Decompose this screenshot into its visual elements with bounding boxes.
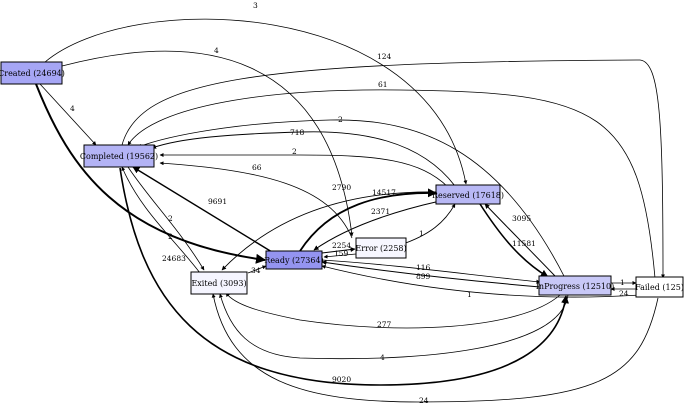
edge-label: 9020 [332, 375, 351, 384]
edge-exited-ready [247, 265, 267, 274]
edge-inprogress-exited [225, 292, 561, 329]
edge-label: 4 [214, 46, 219, 55]
edge-label: 34 [251, 266, 261, 275]
node-created[interactable]: Created (24694) [0, 61, 65, 85]
edge-ready-inprogress [321, 259, 541, 284]
node-inprogress[interactable]: InProgress (12510) [536, 275, 614, 296]
node-exited[interactable]: Exited (3093) [190, 271, 248, 295]
edge-label: 4 [380, 353, 385, 362]
edge-label: 1 [419, 229, 424, 238]
node-label: Error (2258) [355, 244, 406, 253]
edge-label: 14517 [372, 188, 396, 197]
node-label: Exited (3093) [191, 279, 246, 288]
edge-label: 2790 [332, 183, 351, 192]
edge-reserved-inprogress [479, 203, 549, 278]
edge-error-completed [159, 161, 353, 239]
edge-error-reserved [399, 203, 456, 246]
edge-label: 61 [378, 80, 388, 89]
edge-inprogress-reserved [484, 203, 556, 277]
node-label: Failed (125) [635, 283, 684, 292]
node-completed[interactable]: Completed (19562) [80, 144, 158, 168]
edges [35, 18, 665, 403]
node-label: Ready (27364) [264, 256, 323, 265]
node-label: Created (24694) [0, 69, 65, 78]
edge-completed-exited [127, 166, 205, 271]
edge-label: 116 [416, 263, 431, 272]
edge-created-completed [39, 83, 97, 146]
node-box [265, 250, 323, 270]
edge-failed-exited [211, 293, 659, 403]
edge-created-error [61, 50, 354, 237]
node-reserved[interactable]: Reserved (17618) [432, 184, 504, 205]
edge-inprogress-ready [321, 260, 541, 288]
edge-label: 24 [419, 396, 429, 405]
edge-label: 2 [168, 214, 173, 223]
edge-label: 24 [619, 289, 629, 298]
edge-failed-completed [127, 89, 656, 279]
edge-inprogress-exited-2 [219, 293, 569, 360]
node-box [538, 275, 612, 296]
edge-created-reserved [44, 18, 468, 185]
node-box [635, 276, 684, 298]
edge-label: 2 [168, 232, 173, 241]
edge-label: 9691 [208, 197, 227, 206]
edge-label: 277 [377, 320, 392, 329]
node-ready[interactable]: Ready (27364) [264, 250, 324, 270]
edge-label: 1 [467, 290, 472, 299]
edge-completed-inprogress [119, 167, 569, 386]
edge-ready-error [321, 247, 356, 254]
node-box [190, 271, 248, 295]
edge-labels: 3 4 4 124 61 2 718 2 66 2790 14517 9691 … [70, 1, 629, 405]
edge-label: 11581 [512, 239, 536, 248]
edge-label: 718 [290, 128, 305, 137]
edge-label: 66 [252, 163, 262, 172]
node-box [435, 184, 501, 205]
edge-completed-failed [121, 59, 665, 279]
edge-label: 2254 [332, 241, 351, 250]
node-box [355, 237, 407, 259]
edge-label: 1 [620, 278, 625, 287]
edge-created-ready [35, 83, 266, 264]
edge-label: 2371 [371, 207, 390, 216]
edge-reserved-completed-2 [159, 153, 449, 188]
edge-label: 4 [70, 104, 75, 113]
edge-inprogress-completed [137, 119, 566, 279]
node-failed[interactable]: Failed (125) [635, 276, 684, 298]
edge-label: 24683 [162, 254, 186, 263]
edge-label: 159 [334, 249, 349, 258]
edge-error-ready [323, 253, 357, 259]
node-box [0, 61, 63, 85]
edge-label: 899 [416, 272, 431, 281]
edge-label: 3095 [512, 214, 531, 223]
edge-label: 2 [292, 147, 297, 156]
edge-exited-completed [121, 166, 201, 274]
edge-ready-reserved [299, 188, 437, 252]
node-box [83, 144, 155, 168]
node-label: InProgress (12510) [536, 282, 614, 291]
edge-failed-ready [321, 264, 641, 298]
edge-reserved-exited [221, 191, 441, 271]
edge-reserved-ready [313, 200, 441, 251]
edge-ready-completed [132, 166, 273, 253]
edge-label: 124 [377, 52, 392, 61]
node-label: Reserved (17618) [432, 191, 504, 200]
nodes: Created (24694) Completed (19562) Reserv… [0, 61, 684, 298]
node-error[interactable]: Error (2258) [355, 237, 407, 259]
edge-label: 3 [253, 1, 258, 10]
node-label: Completed (19562) [80, 152, 158, 161]
edge-label: 2 [338, 115, 343, 124]
edge-reserved-completed [151, 131, 456, 187]
